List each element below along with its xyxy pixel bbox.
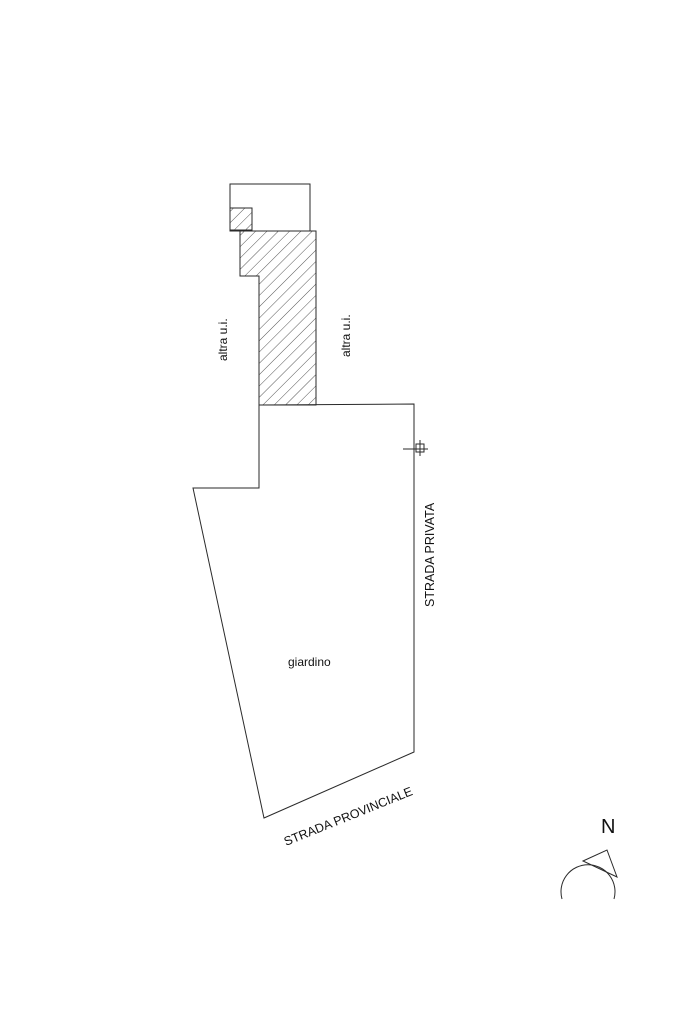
neighbor-label-left: altra u.i. [216,318,230,361]
garden-lot-outline [192,403,415,819]
building-hatched-main [239,230,317,406]
entrance-symbol-icon [403,440,428,456]
garden-label: giardino [288,655,331,669]
provincial-road-label: STRADA PROVINCIALE [282,784,415,849]
north-label: N [601,816,615,838]
neighbor-label-right: altra u.i. [339,314,353,357]
private-road-label: STRADA PRIVATA [423,502,437,607]
building-hatched-area [229,207,253,231]
north-arrow-icon [560,849,618,900]
